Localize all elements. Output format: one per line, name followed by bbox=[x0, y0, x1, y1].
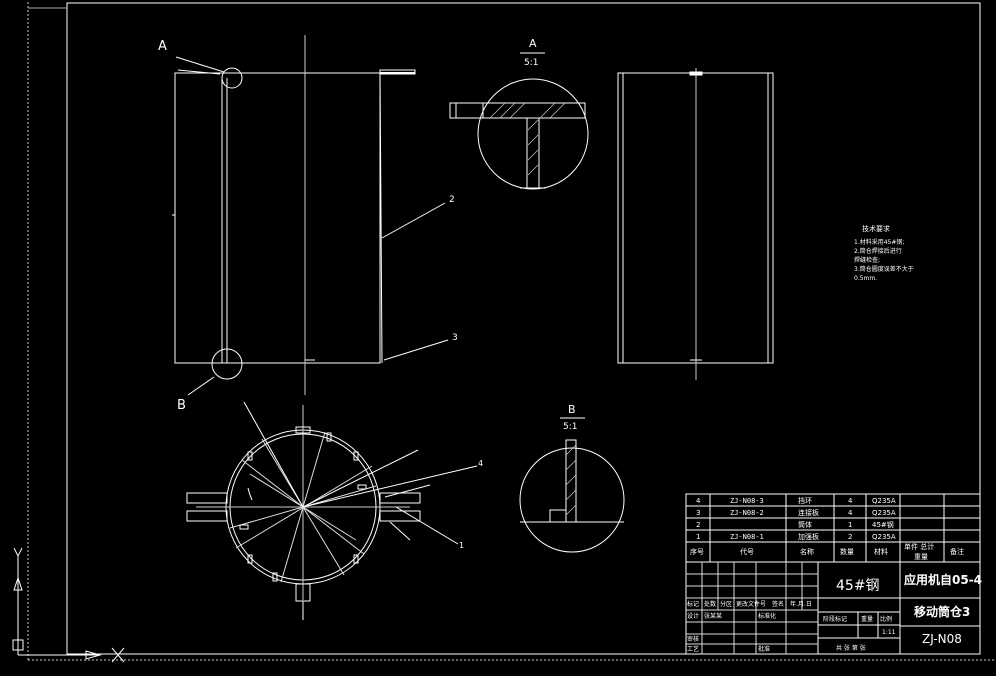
title-block bbox=[685, 561, 981, 655]
bom-cell-name: 挡环 bbox=[798, 496, 812, 505]
part-number-2: 2 bbox=[449, 195, 455, 205]
bom-cell-qty: 1 bbox=[848, 521, 852, 529]
ucs-icon bbox=[12, 547, 125, 663]
drawing-frame bbox=[27, 2, 994, 661]
bom-cell-no: 4 bbox=[696, 497, 701, 505]
front-view bbox=[172, 35, 416, 395]
bom-cell-material: 45#钢 bbox=[872, 520, 894, 529]
bom-cell-no: 3 bbox=[696, 509, 700, 517]
side-view bbox=[617, 68, 774, 380]
bom-header: 序号 代号 名称 数量 材料 单件 总计 重量 备注 bbox=[690, 542, 964, 561]
bom-cell-no: 1 bbox=[696, 533, 700, 541]
tb-label-count: 处数 bbox=[704, 600, 716, 608]
bom-header-qty: 数量 bbox=[840, 547, 854, 556]
tech-requirements-title: 技术要求 bbox=[862, 224, 890, 233]
bom-header-weight-sub: 重量 bbox=[914, 553, 928, 561]
callout-a-label: A bbox=[158, 39, 167, 54]
tb-label-date: 年.月.日 bbox=[790, 600, 812, 608]
tech-req-line-1: 1.材料采用45#钢; bbox=[854, 238, 904, 246]
detail-a-scale: 5:1 bbox=[524, 58, 538, 68]
title-block-school: 应用机自05-4 bbox=[904, 572, 982, 587]
bom-cell-name: 连接板 bbox=[798, 508, 819, 517]
bom-cell-material: Q235A bbox=[872, 509, 896, 517]
tb-label-sign: 签名 bbox=[772, 600, 784, 608]
tb-label-process: 工艺 bbox=[687, 645, 699, 653]
bom-cell-qty: 2 bbox=[848, 533, 852, 541]
bom-header-weight: 单件 总计 bbox=[904, 542, 934, 551]
table-row: 3 ZJ-N08-2 连接板 4 Q235A bbox=[696, 508, 896, 517]
bom-rows: 4 ZJ-N08-3 挡环 4 Q235A 3 ZJ-N08-2 连接板 4 Q… bbox=[690, 496, 964, 561]
tb-label-review: 审核 bbox=[687, 635, 699, 643]
detail-b-title: B bbox=[568, 403, 576, 416]
bom-cell-name: 加强板 bbox=[798, 532, 819, 541]
bom-header-name: 名称 bbox=[800, 547, 814, 556]
bom-header-remark: 备注 bbox=[950, 547, 964, 556]
bom-cell-qty: 4 bbox=[848, 509, 853, 517]
tech-req-line-2: 2.筒仓焊接后进行 bbox=[854, 247, 902, 255]
title-block-text: 45#钢 应用机自05-4 移动筒仓3 ZJ-N08 1:11 标记 处数 分区… bbox=[687, 572, 982, 653]
top-view bbox=[186, 401, 478, 620]
tb-label-weight: 重量 bbox=[861, 615, 873, 623]
bom-cell-no: 2 bbox=[696, 521, 700, 529]
tb-label-designer: 张某某 bbox=[704, 612, 722, 620]
part-number-4: 4 bbox=[478, 459, 483, 468]
detail-b-scale: 5:1 bbox=[563, 422, 577, 432]
bom-cell-code: ZJ-N08-3 bbox=[730, 497, 764, 505]
tech-req-line-3: 焊缝检查; bbox=[854, 256, 880, 264]
tb-label-zone: 分区 bbox=[720, 600, 732, 608]
bom-cell-material: Q235A bbox=[872, 533, 896, 541]
bom-cell-material: Q235A bbox=[872, 497, 896, 505]
tb-label-ratio: 比例 bbox=[880, 615, 892, 623]
detail-a-title: A bbox=[529, 37, 537, 50]
tech-req-line-5: 0.5mm. bbox=[854, 275, 877, 282]
tb-label-approve: 批准 bbox=[758, 645, 770, 653]
part-number-3: 3 bbox=[452, 333, 458, 343]
table-row: 2 筒体 1 45#钢 bbox=[696, 520, 894, 529]
title-block-drawing-no: ZJ-N08 bbox=[922, 632, 962, 646]
bom-cell-code: ZJ-N08-2 bbox=[730, 509, 764, 517]
table-row: 4 ZJ-N08-3 挡环 4 Q235A bbox=[696, 496, 896, 505]
tech-req-line-4: 3.筒仓圆度误差不大于 bbox=[854, 265, 914, 273]
tb-label-sheets: 共 张 第 张 bbox=[836, 644, 866, 652]
tb-label-mark: 标记 bbox=[687, 600, 699, 608]
callout-b-label: B bbox=[177, 398, 186, 413]
tb-label-doc: 更改文件号 bbox=[736, 600, 766, 608]
tb-label-stage: 阶段标记 bbox=[823, 615, 847, 623]
table-row: 1 ZJ-N08-1 加强板 2 Q235A bbox=[696, 532, 896, 541]
bom-cell-qty: 4 bbox=[848, 497, 853, 505]
bom-cell-name: 筒体 bbox=[798, 520, 812, 529]
title-block-material: 45#钢 bbox=[836, 578, 880, 594]
tb-label-design: 设计 bbox=[687, 612, 699, 620]
bom-header-no: 序号 bbox=[690, 547, 704, 556]
part-number-1: 1 bbox=[459, 541, 464, 550]
detail-a-view bbox=[449, 52, 589, 190]
title-block-part-name: 移动筒仓3 bbox=[914, 604, 970, 619]
bom-header-code: 代号 bbox=[740, 547, 754, 556]
bom-header-material: 材料 bbox=[874, 547, 888, 556]
bom-table bbox=[685, 493, 981, 563]
bom-cell-code: ZJ-N08-1 bbox=[730, 533, 764, 541]
detail-b-view bbox=[519, 417, 625, 553]
tb-label-std: 标准化 bbox=[758, 612, 776, 620]
leaders-front bbox=[175, 56, 449, 396]
tech-requirements: 技术要求 1.材料采用45#钢; 2.筒仓焊接后进行 焊缝检查; 3.筒仓圆度误… bbox=[854, 224, 914, 282]
title-block-scale: 1:11 bbox=[882, 629, 896, 636]
